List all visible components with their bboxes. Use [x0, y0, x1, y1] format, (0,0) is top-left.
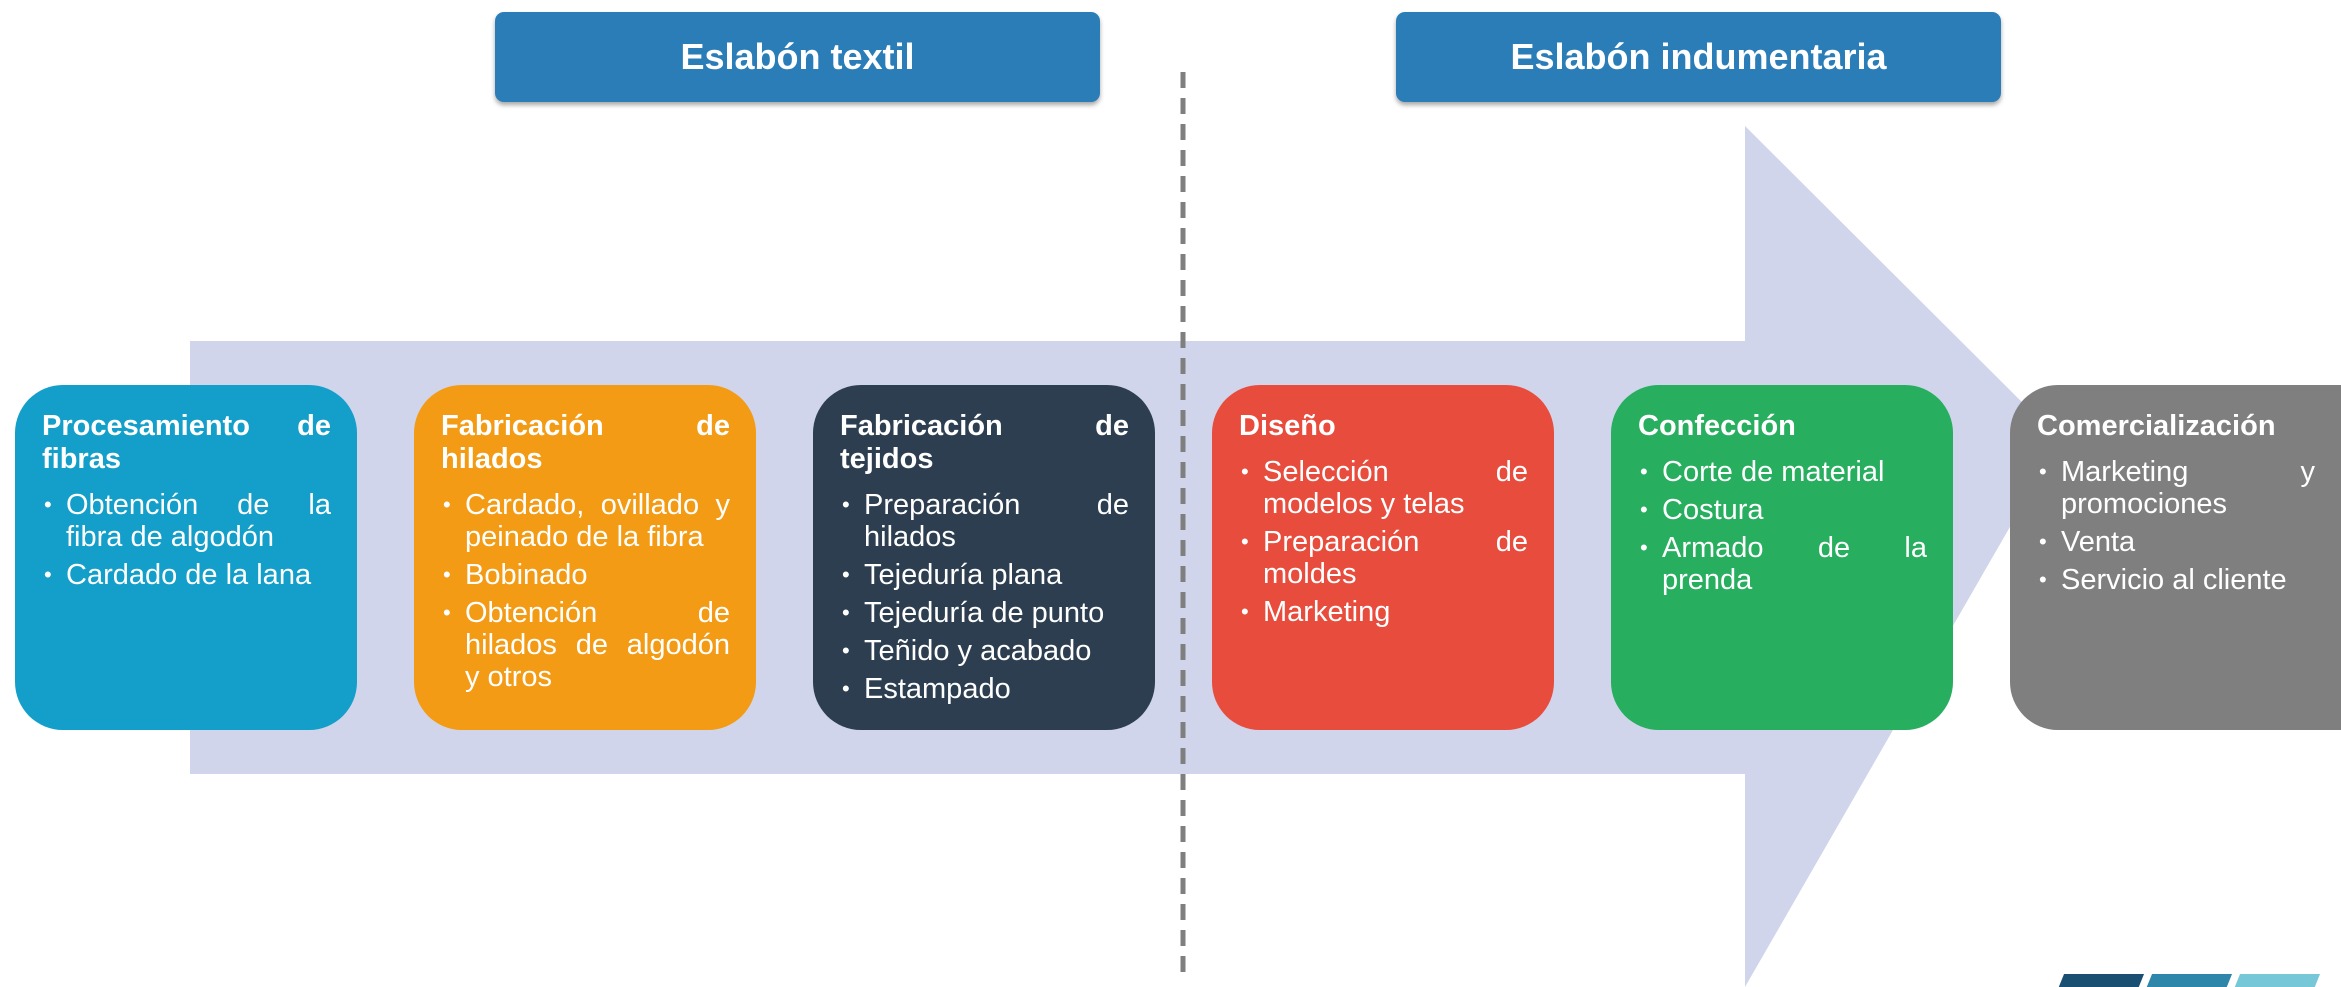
stage-item-text: Cardado de la lana	[66, 559, 312, 591]
stage-item-text: Costura	[1662, 494, 1764, 526]
stage-item-text: Marketing	[1263, 596, 1391, 628]
header-eslabon-indumentaria: Eslabón indumentaria	[1396, 12, 2001, 102]
bullet-icon: •	[842, 562, 850, 587]
logo-stripe-dark	[2055, 974, 2145, 987]
bullet-icon: •	[1241, 529, 1249, 554]
stage-title: Procesamiento de fibras	[42, 410, 331, 475]
stage-card-fabricacion-tejidos: Fabricación de tejidos • Preparación de h…	[813, 385, 1155, 730]
stage-item-text: Preparación de hilados	[864, 489, 1129, 553]
stage-item: • Costura	[1638, 494, 1927, 526]
bullet-icon: •	[842, 638, 850, 663]
stage-item-list: • Obtención de la fibra de algodón • Carda…	[42, 489, 331, 591]
stage-item-text: Teñido y acabado	[864, 635, 1092, 667]
stage-item: • Teñido y acabado	[840, 635, 1129, 667]
stage-item: • Bobinado	[441, 559, 730, 591]
stage-item: • Marketing	[1239, 596, 1528, 628]
stage-card-fabricacion-hilados: Fabricación de hilados • Cardado, ovillad…	[414, 385, 756, 730]
stage-title: Diseño	[1239, 410, 1336, 442]
stage-item-text: Obtención de la fibra de algodón	[66, 489, 331, 553]
bullet-icon: •	[2039, 567, 2047, 592]
stage-item: • Tejeduría de punto	[840, 597, 1129, 629]
stage-item-text: Corte de material	[1662, 456, 1885, 488]
bullet-icon: •	[2039, 529, 2047, 554]
header-eslabon-textil-label: Eslabón textil	[680, 36, 915, 77]
bullet-icon: •	[443, 562, 451, 587]
stage-item: • Obtención de hilados de algodón y otros	[441, 597, 730, 693]
stage-item-text: Tejeduría plana	[864, 559, 1063, 591]
bullet-icon: •	[44, 562, 52, 587]
stage-item: • Cardado, ovillado y peinado de la fibra	[441, 489, 730, 553]
stage-item-text: Servicio al cliente	[2061, 564, 2287, 596]
stage-item-list: • Selección de modelos y telas • Preparaci…	[1239, 456, 1528, 628]
stage-item: • Marketing y promociones	[2037, 456, 2315, 520]
stage-item-text: Cardado, ovillado y peinado de la fibra	[465, 489, 730, 553]
stage-card-confeccion: Confección • Corte de material • Costura •…	[1611, 385, 1953, 730]
stage-item: • Preparación de hilados	[840, 489, 1129, 553]
header-eslabon-indumentaria-label: Eslabón indumentaria	[1510, 36, 1887, 77]
bullet-icon: •	[1241, 459, 1249, 484]
bullet-icon: •	[842, 492, 850, 517]
stage-item: • Selección de modelos y telas	[1239, 456, 1528, 520]
stage-item-text: Estampado	[864, 673, 1011, 705]
stage-item-list: • Cardado, ovillado y peinado de la fibra…	[441, 489, 730, 693]
bullet-icon: •	[2039, 459, 2047, 484]
stage-item-text: Obtención de hilados de algodón y otros	[465, 597, 730, 693]
stage-card-comercializacion: Comercialización • Marketing y promocione…	[2010, 385, 2341, 730]
bullet-icon: •	[44, 492, 52, 517]
stage-item-list: • Preparación de hilados • Tejeduría plana…	[840, 489, 1129, 705]
stage-title: Confección	[1638, 410, 1796, 442]
bullet-icon: •	[1640, 497, 1648, 522]
stage-item-list: • Marketing y promociones • Venta • Servici…	[2037, 456, 2315, 596]
stage-item: • Servicio al cliente	[2037, 564, 2315, 596]
stage-card-diseno: Diseño • Selección de modelos y telas • Pr…	[1212, 385, 1554, 730]
stage-item: • Obtención de la fibra de algodón	[42, 489, 331, 553]
stage-card-procesamiento-fibras: Procesamiento de fibras • Obtención de la…	[15, 385, 357, 730]
stage-title: Fabricación de hilados	[441, 410, 730, 475]
stage-item-text: Marketing y promociones	[2061, 456, 2315, 520]
stage-item-text: Tejeduría de punto	[864, 597, 1105, 629]
logo-stripe-mid	[2143, 974, 2233, 987]
stage-item: • Cardado de la lana	[42, 559, 331, 591]
stage-item: • Venta	[2037, 526, 2315, 558]
bullet-icon: •	[1640, 535, 1648, 560]
stage-item-text: Armado de la prenda	[1662, 532, 1927, 596]
stage-item-text: Bobinado	[465, 559, 588, 591]
stage-item: • Estampado	[840, 673, 1129, 705]
logo-stripe-light	[2231, 974, 2321, 987]
header-eslabon-textil: Eslabón textil	[495, 12, 1100, 102]
stage-item-text: Venta	[2061, 526, 2136, 558]
stage-item: • Corte de material	[1638, 456, 1927, 488]
stage-title: Fabricación de tejidos	[840, 410, 1129, 475]
bullet-icon: •	[842, 600, 850, 625]
bullet-icon: •	[443, 600, 451, 625]
stage-item-text: Preparación de moldes	[1263, 526, 1528, 590]
stage-item-text: Selección de modelos y telas	[1263, 456, 1528, 520]
bullet-icon: •	[1241, 599, 1249, 624]
stage-item: • Armado de la prenda	[1638, 532, 1927, 596]
stage-item: • Tejeduría plana	[840, 559, 1129, 591]
stage-item-list: • Corte de material • Costura • Armado de l…	[1638, 456, 1927, 596]
stage-title: Comercialización	[2037, 410, 2276, 442]
stage-item: • Preparación de moldes	[1239, 526, 1528, 590]
bullet-icon: •	[1640, 459, 1648, 484]
bullet-icon: •	[443, 492, 451, 517]
bullet-icon: •	[842, 676, 850, 701]
